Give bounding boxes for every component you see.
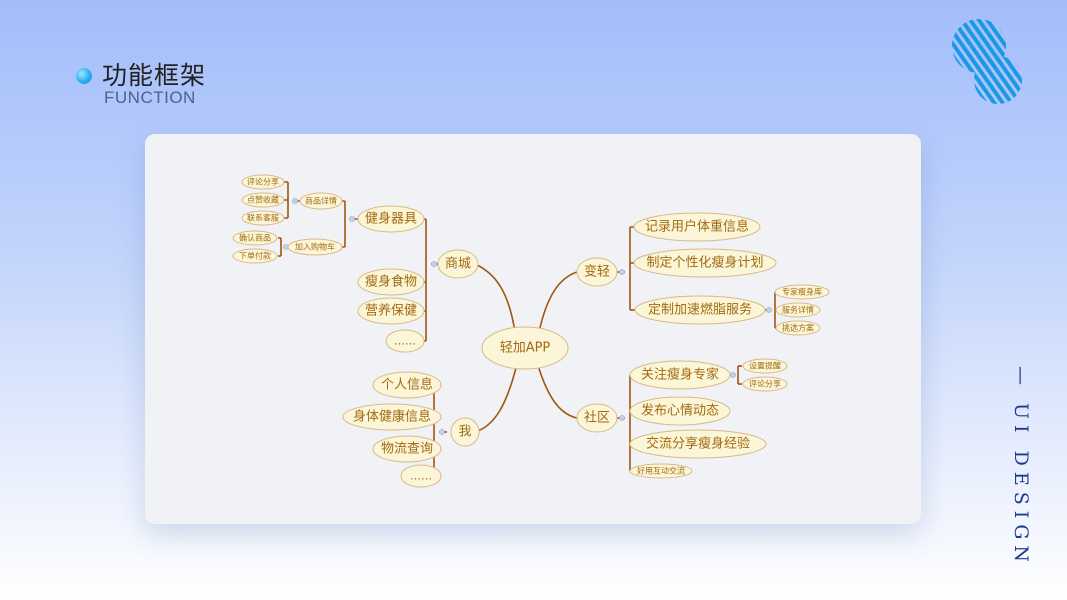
striped-circles-logo-icon [952, 19, 1022, 104]
node-shop-more: …… [394, 335, 416, 348]
node-community: 社区 [584, 410, 610, 426]
page-subtitle: FUNCTION [104, 88, 196, 107]
node-expert-library: 专家瘦身库 [782, 287, 822, 297]
node-post-mood: 发布心情动态 [641, 403, 719, 419]
node-diet-food: 瘦身食物 [365, 274, 417, 290]
node-fitness-equipment: 健身器具 [365, 211, 417, 227]
node-fat-burn: 定制加速燃脂服务 [648, 302, 752, 318]
node-friend-interact: 好用互动交流 [637, 466, 685, 476]
mindmap-diagram: 轻加APP 商城 变轻 我 社区 健身器具 瘦身食物 营养保健 …… 商品详情 … [232, 174, 830, 488]
node-shop: 商城 [445, 257, 471, 272]
node-custom-plan: 制定个性化瘦身计划 [646, 255, 763, 271]
node-place-order: 下单付款 [239, 251, 271, 261]
node-exchange-experience: 交流分享瘦身经验 [646, 436, 750, 452]
page-title: 功能框架 [102, 61, 207, 90]
node-add-cart: 加入购物车 [295, 242, 335, 252]
node-light: 变轻 [584, 264, 610, 280]
node-nutrition: 营养保健 [365, 303, 417, 319]
node-me: 我 [458, 425, 471, 440]
node-review-share-shop: 评论分享 [247, 177, 279, 187]
node-choose-plan: 挑选方案 [782, 323, 814, 333]
node-review-share-community: 评论分享 [749, 379, 781, 389]
node-personal-info: 个人信息 [381, 377, 433, 393]
mindmap-card: 轻加APP 商城 变轻 我 社区 健身器具 瘦身食物 营养保健 …… 商品详情 … [145, 134, 921, 524]
node-product-detail: 商品详情 [305, 196, 337, 206]
node-shapes [232, 174, 830, 488]
node-health-info: 身体健康信息 [353, 409, 431, 425]
node-record-weight: 记录用户体重信息 [645, 219, 749, 235]
node-contact-service: 联系客服 [247, 213, 279, 223]
ui-design-vertical-label: — UI DESIGN [1010, 366, 1032, 569]
node-center: 轻加APP [500, 341, 551, 356]
node-service-detail: 服务详情 [782, 305, 814, 315]
node-me-more: …… [410, 470, 432, 483]
bullet-dot-icon [76, 68, 92, 84]
node-logistics: 物流查询 [381, 442, 433, 457]
node-confirm-product: 确认商品 [239, 233, 271, 243]
node-follow-expert: 关注瘦身专家 [641, 367, 719, 383]
node-like-collect: 点赞收藏 [247, 195, 279, 205]
node-set-reminder: 设置提醒 [749, 361, 781, 371]
